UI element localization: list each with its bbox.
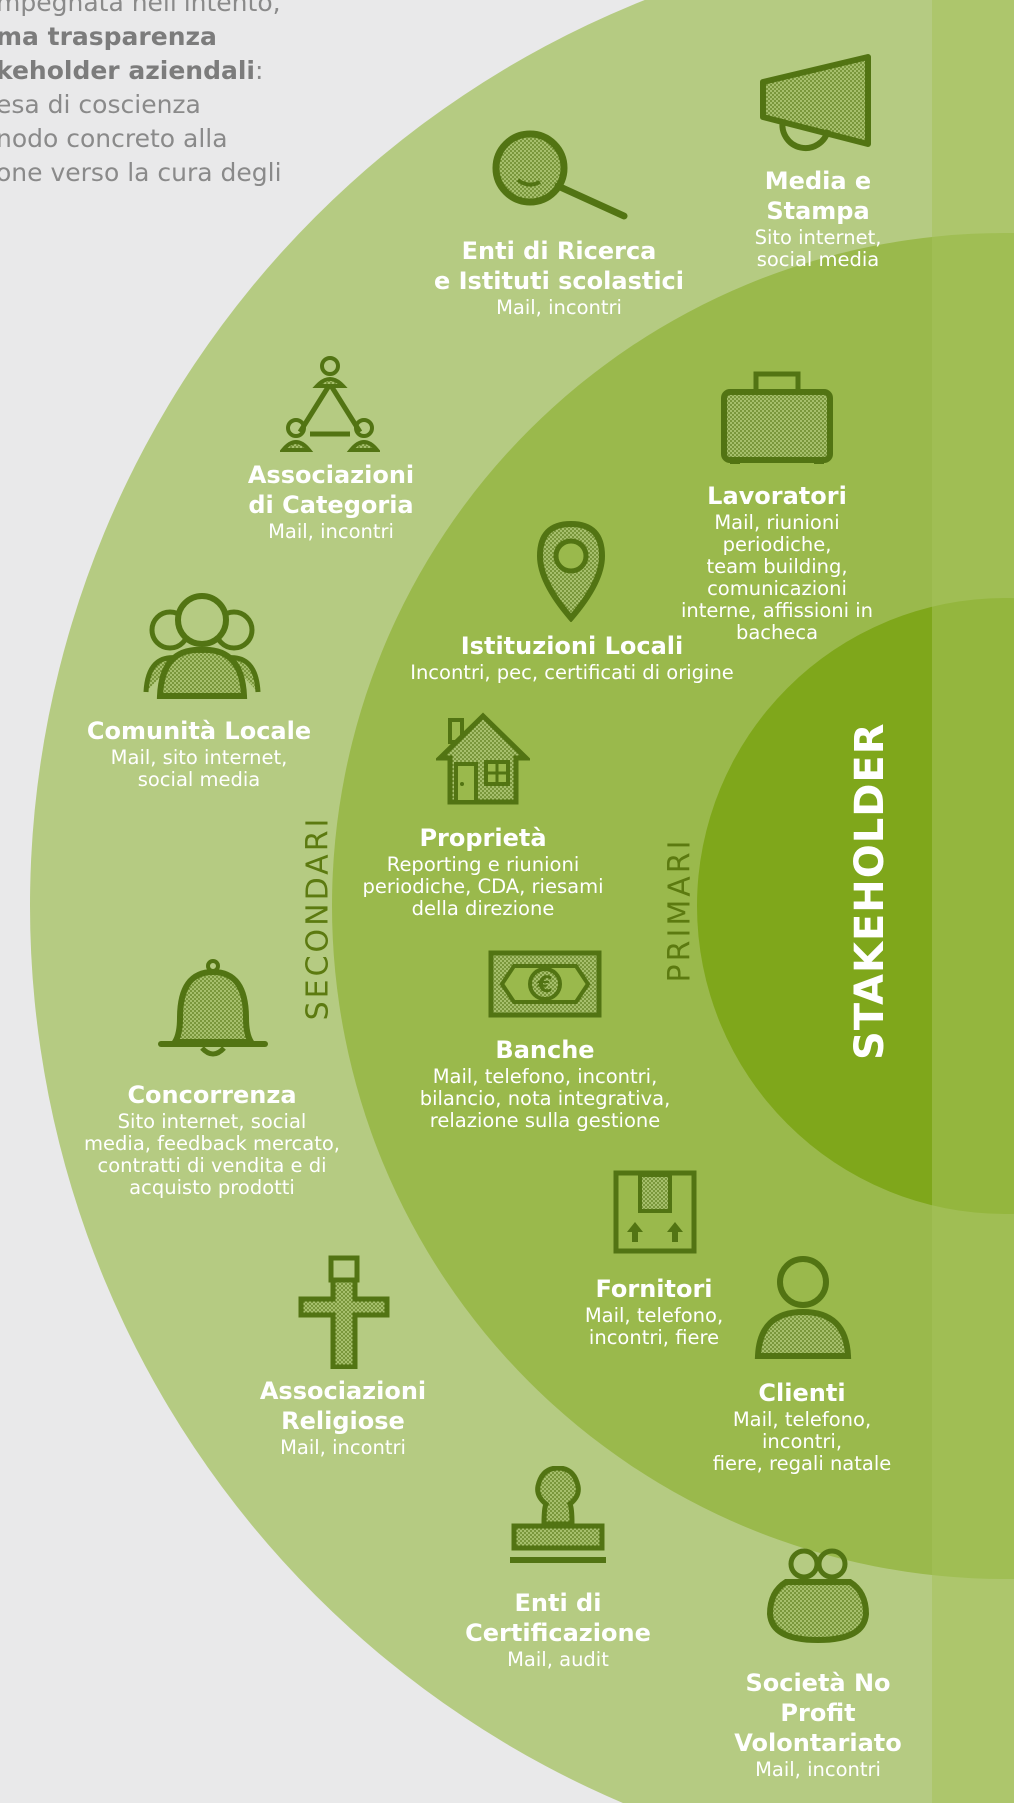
intro-colon: : xyxy=(254,56,264,85)
stakeholder-title: Comunità Locale xyxy=(86,717,312,745)
intro-line: one verso la cura degli xyxy=(0,158,282,187)
stakeholder-title: Istituzioni Locali xyxy=(460,632,684,660)
stakeholder-channels: Mail, riunioni periodiche, team building… xyxy=(680,511,874,644)
stakeholder-title: Fornitori xyxy=(595,1275,713,1303)
stakeholder-title: Media e Stampa xyxy=(764,167,872,225)
stakeholder-categoria: Associazioni di Categoria Mail, incontri xyxy=(248,460,414,543)
intro-text: mpegnata nell'intento, ma trasparenza ke… xyxy=(0,0,286,190)
stakeholder-comunita: Comunità Locale Mail, sito internet, soc… xyxy=(87,716,311,791)
stakeholder-channels: Incontri, pec, certificati di origine xyxy=(410,661,734,684)
intro-line-bold: ma trasparenza xyxy=(0,20,286,54)
stakeholder-title: Lavoratori xyxy=(707,482,847,510)
stakeholder-channels: Mail, audit xyxy=(507,1648,609,1671)
stakeholder-clienti: Clienti Mail, telefono, incontri, fiere,… xyxy=(696,1378,908,1475)
stakeholder-channels: Mail, incontri xyxy=(268,520,394,543)
intro-line: nodo concreto alla xyxy=(0,124,228,153)
stakeholder-title: Società No Profit Volontariato xyxy=(734,1669,902,1757)
stakeholder-title: Associazioni Religiose xyxy=(259,1377,427,1435)
svg-text:€: € xyxy=(536,973,552,998)
stakeholder-channels: Reporting e riunioni periodiche, CDA, ri… xyxy=(362,853,604,920)
group-people-icon xyxy=(142,592,262,700)
banknote-euro-icon: € xyxy=(488,950,602,1018)
stakeholder-title: Enti di Certificazione xyxy=(465,1589,651,1647)
stakeholder-noprofit: Società No Profit Volontariato Mail, inc… xyxy=(720,1668,916,1781)
briefcase-icon xyxy=(720,370,834,466)
center-label-stakeholder: STAKEHOLDER xyxy=(847,722,893,1060)
stakeholder-channels: Mail, telefono, incontri, fiere, regali … xyxy=(712,1408,892,1475)
stakeholder-istituzioni: Istituzioni Locali Incontri, pec, certif… xyxy=(410,631,734,684)
person-icon xyxy=(754,1256,852,1360)
stakeholder-concorrenza: Concorrenza Sito internet, social media,… xyxy=(84,1080,340,1199)
bell-icon xyxy=(158,958,268,1060)
location-pin-icon xyxy=(536,520,606,622)
stakeholder-religiose: Associazioni Religiose Mail, incontri xyxy=(260,1376,426,1459)
middle-ring-primary xyxy=(332,233,1014,1579)
intro-line: mpegnata nell'intento, xyxy=(0,0,281,17)
ring-label-secondary: SECONDARI xyxy=(300,815,336,1021)
stamp-icon xyxy=(506,1466,610,1568)
stakeholder-lavoratori: Lavoratori Mail, riunioni periodiche, te… xyxy=(659,481,896,644)
stakeholder-title: Enti di Ricerca e Istituti scolastici xyxy=(433,237,685,295)
stakeholder-channels: Mail, incontri xyxy=(755,1758,881,1781)
intro-line: esa di coscienza xyxy=(0,90,201,119)
stakeholder-ricerca: Enti di Ricerca e Istituti scolastici Ma… xyxy=(434,236,684,319)
network-triangle-icon xyxy=(280,356,380,456)
stakeholder-certificazione: Enti di Certificazione Mail, audit xyxy=(465,1588,651,1671)
ring-label-primary: PRIMARI xyxy=(662,837,698,983)
stakeholder-media: Media e Stampa Sito internet, social med… xyxy=(755,166,882,271)
stakeholder-title: Associazioni di Categoria xyxy=(247,461,415,519)
stakeholder-channels: Mail, sito internet, social media xyxy=(110,746,288,791)
stakeholder-channels: Sito internet, social media, feedback me… xyxy=(84,1110,340,1199)
coin-purse-icon xyxy=(766,1544,870,1644)
stakeholder-proprieta: Proprietà Reporting e riunioni periodich… xyxy=(363,823,604,920)
intro-bold-text: ma trasparenza xyxy=(0,22,217,51)
stakeholder-fornitori: Fornitori Mail, telefono, incontri, fier… xyxy=(585,1274,723,1349)
stakeholder-channels: Mail, incontri xyxy=(496,296,622,319)
stakeholder-channels: Sito internet, social media xyxy=(754,226,882,271)
cross-icon xyxy=(297,1255,391,1369)
stakeholder-title: Proprietà xyxy=(419,824,547,852)
house-icon xyxy=(436,712,530,806)
stakeholder-channels: Mail, telefono, incontri, fiere xyxy=(584,1304,724,1349)
stakeholder-channels: Mail, incontri xyxy=(280,1436,406,1459)
intro-line-bold: keholder aziendali: xyxy=(0,54,286,88)
magnifier-icon xyxy=(488,128,628,223)
right-edge-band xyxy=(932,0,1014,1803)
megaphone-icon xyxy=(758,52,878,152)
stakeholder-channels: Mail, telefono, incontri, bilancio, nota… xyxy=(419,1065,671,1132)
stakeholder-title: Banche xyxy=(495,1036,595,1064)
stakeholder-title: Clienti xyxy=(758,1379,846,1407)
intro-bold-text: keholder aziendali xyxy=(0,56,255,85)
stakeholder-title: Concorrenza xyxy=(127,1081,297,1109)
package-box-icon xyxy=(613,1170,697,1254)
stakeholder-banche: Banche Mail, telefono, incontri, bilanci… xyxy=(420,1035,671,1132)
